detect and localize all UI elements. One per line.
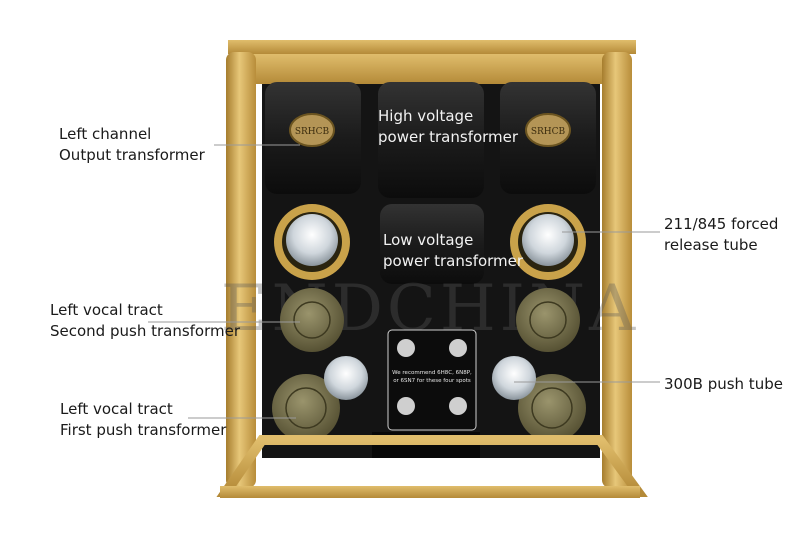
front-frame [216, 435, 648, 498]
brand-badge-text: SRHCB [295, 127, 330, 137]
driver-tube-socket-3 [397, 397, 415, 415]
label-left-output-transformer: Left channel Output transformer [59, 125, 205, 164]
label-second-push-transformer: Left vocal tract Second push transformer [50, 301, 241, 340]
leader-lines [148, 144, 660, 419]
label-first-push-transformer: Left vocal tract First push transformer [60, 400, 227, 439]
panel-notice-line-2: or 6SN7 for these four spots [393, 378, 471, 384]
low-voltage-power-transformer [380, 204, 484, 284]
brand-badge [289, 113, 335, 147]
right-300b-tube [492, 356, 536, 400]
right-first-push-transformer [518, 374, 586, 442]
rear-frame-rail [228, 40, 636, 54]
label-low-voltage-transformer: Low voltage power transformer [383, 231, 524, 270]
label-high-voltage-transformer: High voltage power transformer [378, 107, 519, 146]
brand-badge-right-text: SRHCB [531, 127, 566, 137]
brand-badge-right [525, 113, 571, 147]
panel-notice-line-1: We recommend 6H8C, 6N8P, [392, 370, 472, 376]
driver-tube-socket-2 [449, 339, 467, 357]
label-forced-release-tube: 211/845 forced release tube [664, 215, 779, 254]
label-push-tube: 300B push tube [664, 375, 783, 393]
left-output-transformer: SRHCB [265, 82, 361, 194]
left-first-push-transformer [272, 374, 340, 442]
right-211-845-tube [510, 204, 586, 280]
rear-deck [245, 54, 617, 84]
left-pillar [226, 52, 256, 488]
driver-tube-socket-1 [397, 339, 415, 357]
driver-tube-panel: We recommend 6H8C, 6N8P, or 6SN7 for the… [387, 329, 477, 431]
right-pillar [602, 52, 632, 488]
right-output-transformer: SRHCB [500, 82, 596, 194]
left-300b-tube [324, 356, 368, 400]
left-second-push-transformer [280, 288, 344, 352]
high-voltage-power-transformer [378, 82, 484, 198]
driver-tube-socket-4 [449, 397, 467, 415]
left-211-845-tube [274, 204, 350, 280]
right-second-push-transformer [516, 288, 580, 352]
